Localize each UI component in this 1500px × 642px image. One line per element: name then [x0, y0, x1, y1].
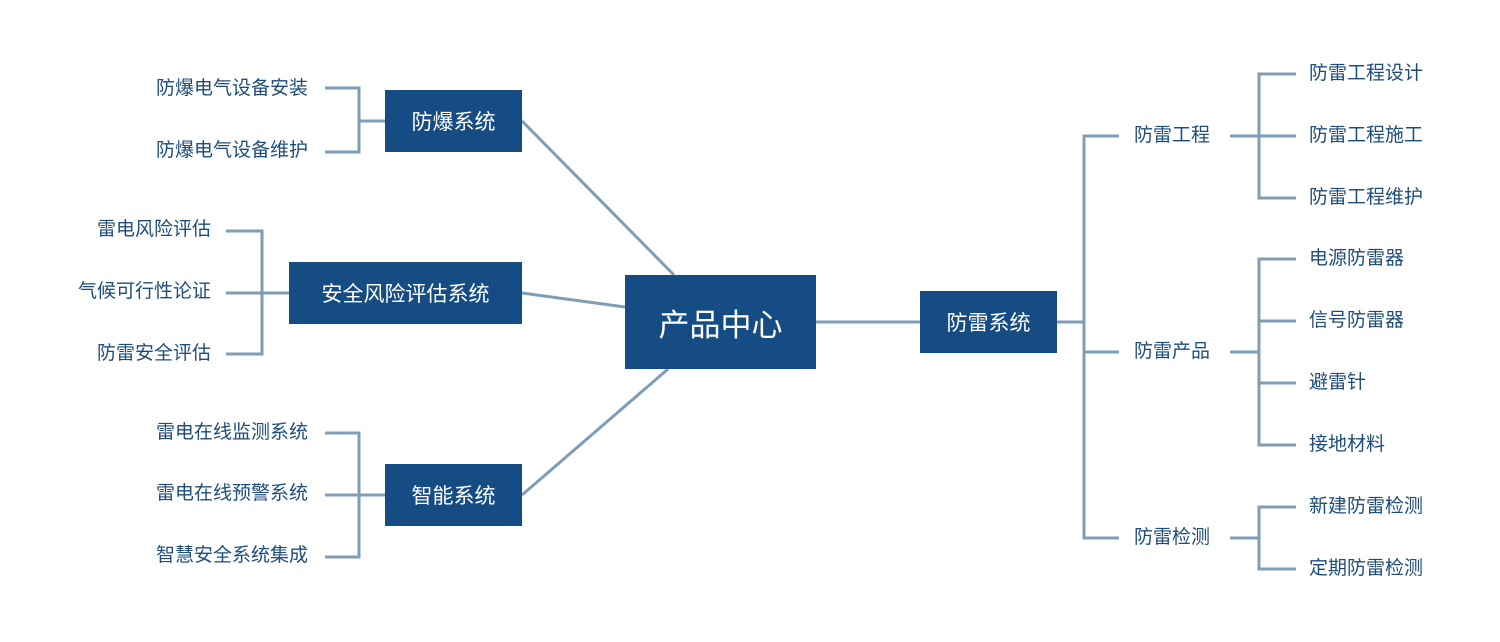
smart-system-node[interactable]: 智能系统 [385, 464, 522, 526]
leaf-smart-integration[interactable]: 智慧安全系统集成 [155, 544, 308, 566]
leaf-grounding-material[interactable]: 接地材料 [1309, 433, 1386, 455]
leaf-explosion-install[interactable]: 防爆电气设备安装 [155, 77, 308, 99]
leaf-online-monitoring[interactable]: 雷电在线监测系统 [155, 421, 308, 443]
bracket-smart [325, 431, 385, 559]
explosion-system-node[interactable]: 防爆系统 [385, 90, 522, 152]
leaf-lightning-safety-assessment[interactable]: 防雷安全评估 [96, 342, 211, 364]
leaf-lightning-risk-assessment[interactable]: 雷电风险评估 [96, 218, 211, 240]
bracket-detection [1230, 505, 1296, 571]
risk-assessment-system-node[interactable]: 安全风险评估系统 [289, 262, 522, 324]
leaf-engineering-construction[interactable]: 防雷工程施工 [1309, 124, 1424, 146]
risk-assessment-system-label: 安全风险评估系统 [321, 282, 490, 306]
leaf-engineering-design[interactable]: 防雷工程设计 [1309, 62, 1424, 84]
leaf-periodic-detection[interactable]: 定期防雷检测 [1309, 557, 1424, 579]
lightning-system-node[interactable]: 防雷系统 [920, 291, 1057, 353]
leaf-explosion-maintain[interactable]: 防爆电气设备维护 [155, 139, 308, 161]
connector-center-risk [521, 291, 626, 309]
connector-center-smart [521, 367, 669, 497]
bracket-lightning [1057, 134, 1119, 540]
leaf-new-build-detection[interactable]: 新建防雷检测 [1309, 495, 1424, 517]
group-lightning-detection[interactable]: 防雷检测 [1134, 526, 1211, 548]
lightning-system-label: 防雷系统 [946, 311, 1031, 335]
bracket-risk [226, 229, 289, 356]
leaf-lightning-rod[interactable]: 避雷针 [1309, 371, 1367, 393]
leaf-climate-feasibility[interactable]: 气候可行性论证 [77, 280, 211, 302]
leaf-engineering-maintenance[interactable]: 防雷工程维护 [1309, 186, 1424, 208]
bracket-explosion [325, 86, 385, 154]
bracket-products [1230, 257, 1296, 447]
connector-center-explosion [520, 119, 676, 277]
bracket-engineering [1230, 72, 1296, 200]
leaf-online-warning[interactable]: 雷电在线预警系统 [155, 482, 308, 504]
leaf-signal-surge-protector[interactable]: 信号防雷器 [1309, 309, 1405, 331]
group-lightning-engineering[interactable]: 防雷工程 [1134, 124, 1211, 146]
explosion-system-label: 防爆系统 [411, 110, 496, 134]
center-node-label: 产品中心 [658, 307, 783, 344]
group-lightning-products[interactable]: 防雷产品 [1134, 340, 1211, 362]
center-node[interactable]: 产品中心 [625, 275, 816, 369]
leaf-power-surge-protector[interactable]: 电源防雷器 [1309, 247, 1405, 269]
smart-system-label: 智能系统 [411, 484, 496, 508]
